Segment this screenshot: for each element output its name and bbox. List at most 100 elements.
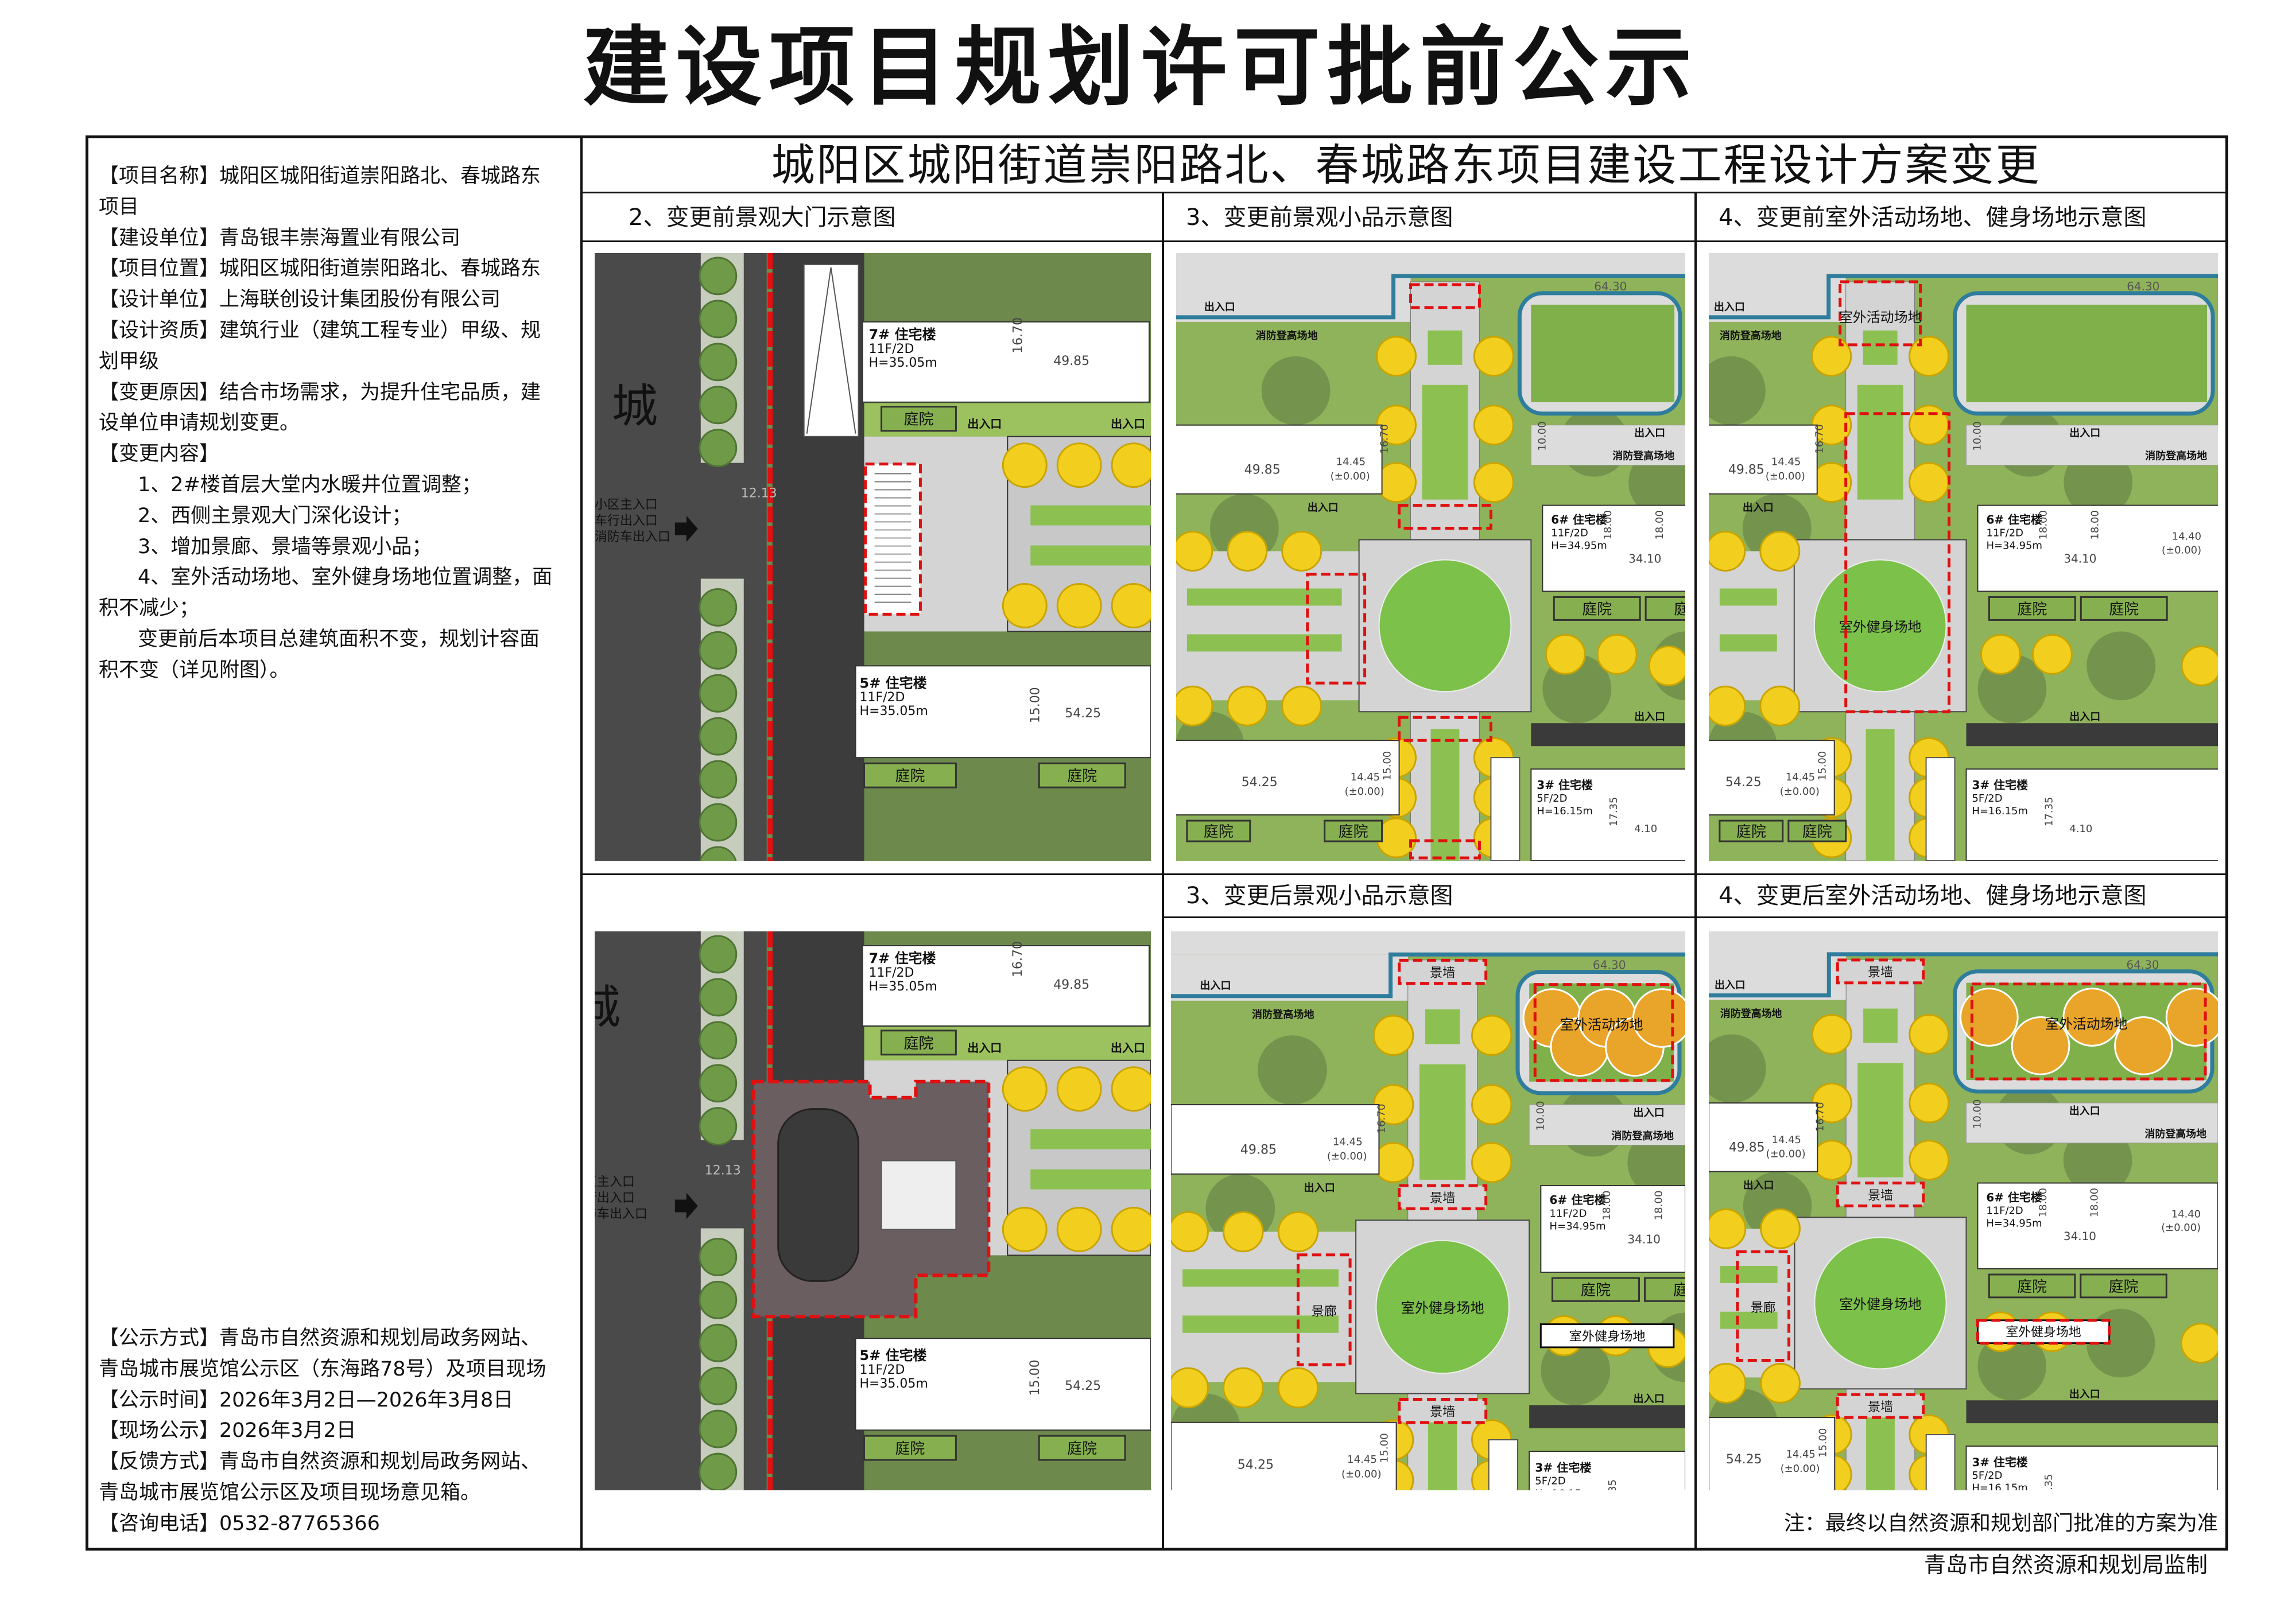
tree (1709, 685, 1746, 727)
info-line: 【项目名称】城阳区城阳街道崇阳路北、春城路东 (99, 165, 541, 188)
pipe-line (1709, 952, 2218, 998)
dimension-label: 34.10 (1627, 1233, 1661, 1246)
tree (699, 257, 738, 296)
tree (1372, 1015, 1414, 1056)
highlight-box (1970, 982, 2207, 1081)
feature-wall-label: 景墙 (1430, 1191, 1455, 1206)
fire-lane (1965, 425, 2218, 466)
divider (581, 240, 2225, 242)
dimension-label: 54.25 (1725, 775, 1762, 790)
lawn-strip (1866, 1406, 1895, 1490)
highlight-box (1736, 1250, 1791, 1362)
elevation-label: 14.45 (1786, 1448, 1816, 1460)
courtyard-label: 庭院 (903, 411, 933, 429)
ramp (1925, 757, 1956, 861)
building (1965, 768, 2218, 861)
dimension-label: 15.00 (1817, 751, 1829, 780)
feature-wall (1837, 959, 1923, 983)
tree (699, 1452, 738, 1490)
dimension-label: 49.85 (1240, 1143, 1277, 1157)
dimension-label: 15.00 (1028, 687, 1042, 723)
courtyard (881, 406, 957, 432)
publicity-line: 【公示方式】青岛市自然资源和规划局政务网站、 (99, 1327, 541, 1350)
fitness-area-label: 室外健身场地 (1839, 619, 1922, 635)
dimension-label: 17.35 (2043, 1474, 2055, 1490)
tree (1056, 582, 1102, 628)
tree (699, 1366, 738, 1405)
entrance-label: 消防车出入口 (595, 1207, 647, 1221)
elevation-label: (±0.00) (1780, 786, 1820, 798)
entrance-arrow-icon (674, 1192, 698, 1219)
feature-wall-label: 景墙 (1868, 1188, 1893, 1203)
elevation-label: 14.45 (1333, 1136, 1363, 1148)
building (1977, 1182, 2218, 1270)
courtyard-label: 庭院 (1736, 823, 1766, 841)
building (1709, 1417, 1836, 1490)
tree (1281, 685, 1322, 727)
tree (1811, 336, 1852, 377)
divider (581, 192, 2225, 193)
fire-lane (1709, 954, 1847, 1000)
courtyard (1038, 1435, 1126, 1461)
lawn-strip (1720, 1266, 1778, 1283)
dimension-label: 12.13 (741, 487, 777, 501)
lawn-strip (1030, 1129, 1151, 1149)
dimension-label: 18.00 (1653, 1191, 1665, 1221)
highlight-box (1836, 958, 1925, 985)
project-header-title: 城阳区城阳街道崇阳路北、春城路东项目建设工程设计方案变更 (771, 139, 2041, 191)
info-line: 划甲级 (99, 349, 160, 373)
elevation-label: 14.45 (1347, 1454, 1377, 1466)
tree (2180, 1323, 2218, 1363)
building-floors: 5F/2D (1535, 1475, 1566, 1487)
lawn (1428, 330, 1463, 365)
dimension-label: 4.10 (1634, 823, 1657, 835)
activity-area-label: 室外活动场地 (2045, 1016, 2128, 1032)
building-floors: 11F/2D (1551, 527, 1588, 539)
dimension-label: 16.70 (1379, 424, 1391, 453)
lawn-strip (1428, 1411, 1457, 1490)
courtyard-label: 庭院 (2109, 1279, 2139, 1296)
courtyard-label: 庭院 (1067, 1440, 1097, 1458)
tree (699, 343, 738, 382)
building-label: 7# 住宅楼 (869, 950, 936, 966)
courtyard-label: 庭院 (1674, 601, 1685, 618)
elevation-label: (±0.00) (1345, 786, 1384, 798)
ramp (1488, 1439, 1519, 1490)
tree (1709, 1362, 1747, 1404)
dimension-label: 16.70 (1814, 1102, 1826, 1132)
fire-lane-label: 消防登高场地 (1720, 329, 1782, 342)
building-height: H=16.15m (1537, 805, 1593, 817)
fitness-area-label: 室外健身场地 (2006, 1326, 2081, 1340)
tree (1376, 336, 1417, 377)
entrance-label: 出入口 (1743, 1179, 1774, 1191)
courtyard-label: 庭院 (1802, 823, 1832, 841)
fitness-lawn (1375, 1240, 1510, 1374)
lawn-strip (1030, 505, 1151, 526)
building-floors: 5F/2D (1972, 1470, 2002, 1482)
tree (1223, 1211, 1264, 1253)
courtyard-label: 庭院 (895, 1440, 925, 1458)
highlight-box (1844, 412, 1951, 713)
tree (699, 429, 738, 468)
lawn-strip (1422, 384, 1468, 500)
features-before-drawing: 消防登高场地出入口64.30出入口消防登高场地10.0049.8514.45(±… (1176, 253, 1685, 861)
tree (1111, 442, 1151, 488)
lawn-strip (1182, 1315, 1339, 1333)
courtyard (1551, 1277, 1640, 1302)
courtyard (1787, 819, 1847, 842)
divider (1694, 193, 1697, 1551)
plaza (1709, 1229, 1795, 1378)
courtyard-label: 庭院 (1673, 1282, 1685, 1299)
lawn (1863, 1008, 1898, 1043)
elevation-label: (±0.00) (1766, 1148, 1806, 1160)
highlight-box (1409, 283, 1481, 309)
building-floors: 5F/2D (1972, 792, 2002, 805)
dimension-label: 18.00 (1602, 510, 1614, 539)
lawn-strip (1430, 729, 1460, 861)
tree (1471, 1015, 1512, 1056)
tree (1277, 1367, 1319, 1409)
